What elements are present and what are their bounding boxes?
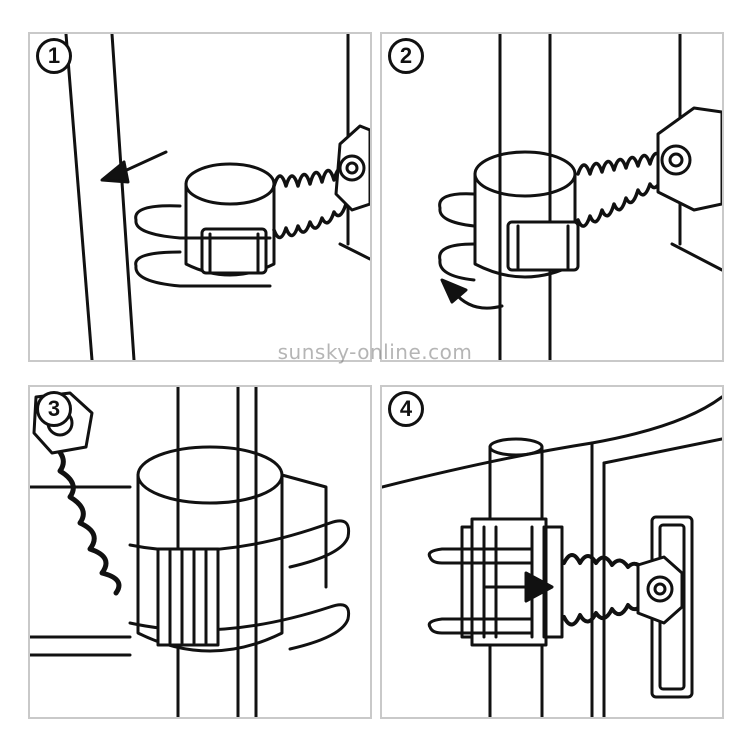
step-panel-4: 4 <box>380 385 724 719</box>
step-number-badge: 2 <box>388 38 424 74</box>
step-number-badge: 4 <box>388 391 424 427</box>
step-panel-2: 2 <box>380 32 724 362</box>
step-3-illustration <box>30 387 351 717</box>
step-4-illustration <box>382 395 722 717</box>
step-panel-1: 1 <box>28 32 372 362</box>
step-number-badge: 1 <box>36 38 72 74</box>
step-1-illustration <box>64 34 370 360</box>
step-panel-3: 3 <box>28 385 372 719</box>
step-2-illustration <box>438 34 722 360</box>
step-number-badge: 3 <box>36 391 72 427</box>
